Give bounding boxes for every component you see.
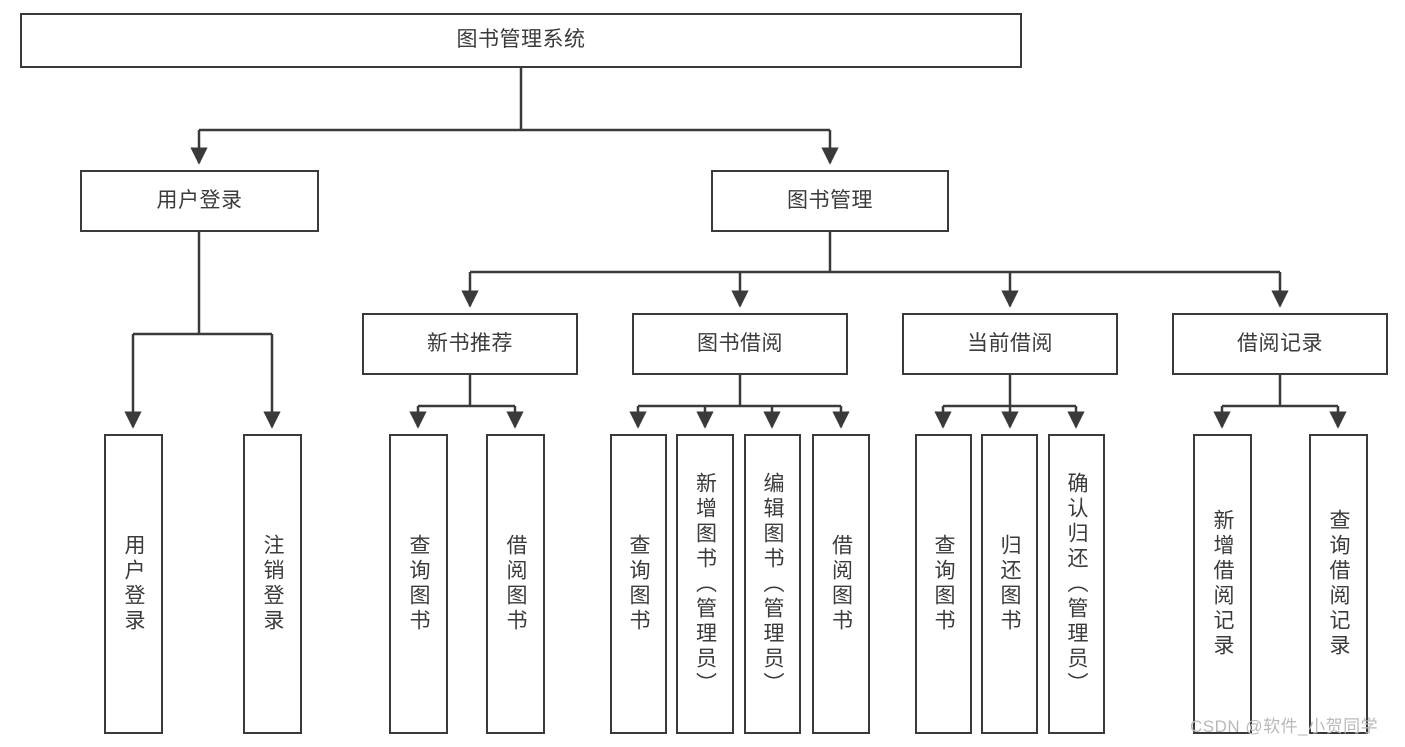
leaf-record-add[interactable]: 新增借阅记录 (1193, 434, 1252, 734)
node-borrow-record-label: 借阅记录 (1237, 331, 1323, 355)
leaf-borrow-query-book-label: 查询图书 (627, 534, 650, 634)
leaf-current-return-book-label: 归还图书 (998, 534, 1021, 634)
leaf-record-query-label: 查询借阅记录 (1327, 509, 1350, 659)
leaf-user-login-signout-label: 注销登录 (261, 534, 284, 634)
leaf-user-login-signin[interactable]: 用户登录 (104, 434, 163, 734)
leaf-borrow-add-book-label: 新增图书（管理员） (693, 471, 717, 697)
node-user-login[interactable]: 用户登录 (80, 170, 319, 232)
leaf-new-book-query-label: 查询图书 (407, 534, 430, 634)
node-new-book-recommend[interactable]: 新书推荐 (362, 313, 578, 375)
node-book-borrow-label: 图书借阅 (697, 331, 783, 355)
node-user-login-label: 用户登录 (156, 188, 243, 212)
node-book-borrow[interactable]: 图书借阅 (632, 313, 848, 375)
leaf-current-confirm-return[interactable]: 确认归还（管理员） (1048, 434, 1105, 734)
leaf-new-book-borrow-label: 借阅图书 (504, 534, 527, 634)
leaf-new-book-query[interactable]: 查询图书 (389, 434, 448, 734)
leaf-current-query-book-label: 查询图书 (932, 534, 955, 634)
node-current-borrow[interactable]: 当前借阅 (902, 313, 1118, 375)
node-root-label: 图书管理系统 (456, 28, 586, 52)
leaf-current-confirm-return-label: 确认归还（管理员） (1065, 471, 1088, 697)
leaf-borrow-query-book[interactable]: 查询图书 (610, 434, 667, 734)
node-borrow-record[interactable]: 借阅记录 (1172, 313, 1388, 375)
leaf-borrow-lend-book-label: 借阅图书 (829, 534, 853, 634)
leaf-borrow-add-book[interactable]: 新增图书（管理员） (676, 434, 734, 734)
leaf-borrow-edit-book-label: 编辑图书（管理员） (761, 471, 784, 697)
node-book-management-label: 图书管理 (787, 188, 873, 212)
leaf-borrow-edit-book[interactable]: 编辑图书（管理员） (744, 434, 801, 734)
leaf-current-return-book[interactable]: 归还图书 (981, 434, 1038, 734)
leaf-borrow-lend-book[interactable]: 借阅图书 (812, 434, 870, 734)
leaf-new-book-borrow[interactable]: 借阅图书 (486, 434, 545, 734)
leaf-user-login-signout[interactable]: 注销登录 (243, 434, 302, 734)
node-new-book-recommend-label: 新书推荐 (427, 331, 513, 355)
node-root[interactable]: 图书管理系统 (20, 13, 1022, 68)
node-current-borrow-label: 当前借阅 (967, 331, 1053, 355)
leaf-record-add-label: 新增借阅记录 (1211, 509, 1234, 659)
leaf-current-query-book[interactable]: 查询图书 (915, 434, 972, 734)
node-book-management[interactable]: 图书管理 (711, 170, 949, 232)
leaf-record-query[interactable]: 查询借阅记录 (1309, 434, 1368, 734)
csdn-watermark: CSDN @软件_小贺同学 (1190, 717, 1379, 736)
leaf-user-login-signin-label: 用户登录 (122, 534, 145, 634)
